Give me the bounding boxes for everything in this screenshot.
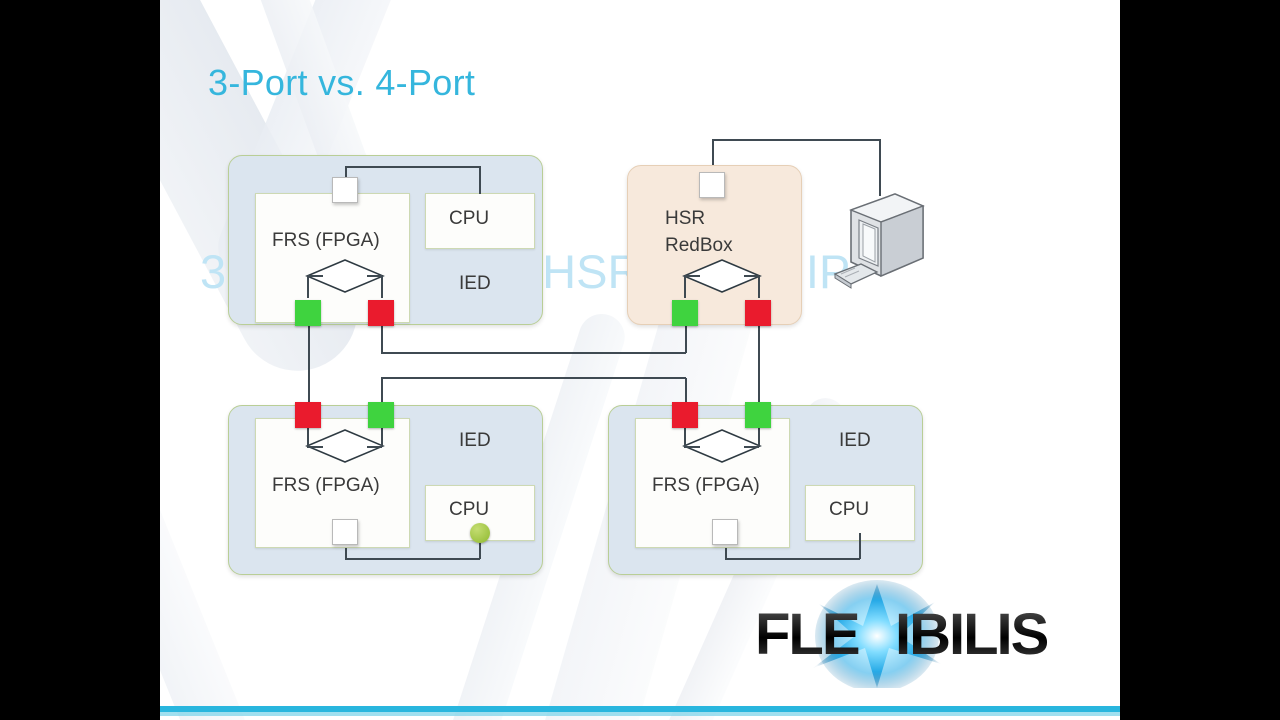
- presentation-slide: 3-Port vs 4-Port HSR Switch IP 3-Port vs…: [160, 0, 1120, 720]
- link-redbox-uplink-across: [712, 139, 880, 141]
- ied-top-left-diamond-left-stub: [307, 275, 323, 277]
- logo-text-right: IBILIS: [895, 602, 1048, 667]
- ied-bottom-right-diamond-right-stub: [744, 446, 759, 448]
- hsr-redbox-diamond-left-leg: [684, 276, 686, 298]
- hsr-redbox-port-green[interactable]: [672, 300, 698, 326]
- ied-bottom-right-diamond-left-stub: [684, 446, 700, 448]
- ied-bottom-right-port-green[interactable]: [745, 402, 771, 428]
- slide-accent-bar: [160, 706, 1120, 712]
- ied-bottom-left-diamond-left-stub: [307, 446, 323, 448]
- ied-top-left-cpu-label: CPU: [449, 208, 490, 229]
- ied-bottom-right-diamond-right-leg: [758, 427, 760, 447]
- hsr-redbox-label-line1: HSR: [665, 208, 706, 229]
- ied-bottom-right-cpu-label: CPU: [829, 499, 870, 520]
- ied-bottom-right-diamond-left-leg: [684, 427, 686, 447]
- ied-bottom-left-diamond-right-stub: [367, 446, 382, 448]
- ied-bottom-left-outer-label: IED: [459, 430, 491, 451]
- ied-bottom-right-frs-label: FRS (FPGA): [652, 475, 760, 496]
- slide-accent-bar-secondary: [160, 712, 1120, 716]
- letterbox-right: [1120, 0, 1280, 720]
- link-bottom-ring-across: [381, 377, 686, 379]
- ied-bottom-left-port-red[interactable]: [295, 402, 321, 428]
- ied-bottom-left-switch-diamond: [305, 429, 385, 463]
- ied-bottom-right-cpu-link-across: [725, 558, 860, 560]
- ied-top-left-port-red[interactable]: [368, 300, 394, 326]
- hsr-redbox-diamond-right-leg: [758, 276, 760, 298]
- ied-bottom-left-port-white-bottom[interactable]: [332, 519, 358, 545]
- link-topleft-green-to-bottomleft-red: [308, 326, 310, 408]
- ied-top-left-cpu-box: [425, 193, 535, 249]
- ied-bottom-left-cpu-link-up: [479, 533, 481, 559]
- link-topleft-red-down: [381, 326, 383, 353]
- ied-bottom-left-cpu-label: CPU: [449, 499, 490, 520]
- ied-top-left-outer-label: IED: [459, 273, 491, 294]
- computer-monitor-icon[interactable]: [833, 188, 929, 296]
- link-topleft-red-across: [381, 352, 686, 354]
- ied-bottom-left-cpu-status-dot: [470, 523, 490, 543]
- link-redbox-uplink-up: [712, 140, 714, 176]
- ied-bottom-right-cpu-link-up: [859, 533, 861, 559]
- ied-top-left-frs-label: FRS (FPGA): [272, 230, 380, 251]
- ied-top-left-cpu-link-down: [479, 166, 481, 194]
- ied-top-left-diamond-left-leg: [307, 276, 309, 298]
- ied-bottom-right-cpu-box: [805, 485, 915, 541]
- ied-top-left-port-white-top[interactable]: [332, 177, 358, 203]
- hsr-redbox-diamond-right-stub: [744, 275, 759, 277]
- ied-bottom-right-port-red[interactable]: [672, 402, 698, 428]
- ied-bottom-left-cpu-link-across: [345, 558, 480, 560]
- ied-bottom-left-cpu-link-down: [345, 548, 347, 560]
- ied-top-left-port-green[interactable]: [295, 300, 321, 326]
- link-uplink-to-computer: [879, 139, 881, 196]
- ied-top-left-switch-diamond: [305, 259, 385, 293]
- logo-text-left: FLE: [755, 602, 859, 667]
- ied-bottom-right-cpu-link-down: [725, 548, 727, 560]
- ied-bottom-left-diamond-left-leg: [307, 427, 309, 447]
- hsr-redbox-label-line2: RedBox: [665, 235, 733, 256]
- ied-bottom-left-frs-label: FRS (FPGA): [272, 475, 380, 496]
- hsr-redbox-diamond-left-stub: [684, 275, 700, 277]
- ied-top-left-diamond-right-stub: [367, 275, 382, 277]
- link-redbox-green-down: [685, 326, 687, 353]
- link-bottomright-red-up: [685, 378, 687, 409]
- letterbox-left: [0, 0, 160, 720]
- ied-bottom-right-switch-diamond: [682, 429, 762, 463]
- link-bottomleft-green-up: [381, 378, 383, 409]
- ied-bottom-right-outer-label: IED: [839, 430, 871, 451]
- ied-bottom-right-port-white-bottom[interactable]: [712, 519, 738, 545]
- hsr-redbox-switch-diamond: [682, 259, 762, 293]
- hsr-redbox-port-red[interactable]: [745, 300, 771, 326]
- ied-bottom-left-diamond-right-leg: [381, 427, 383, 447]
- slide-title: 3-Port vs. 4-Port: [208, 62, 476, 103]
- ied-bottom-left-port-green[interactable]: [368, 402, 394, 428]
- ied-top-left-diamond-right-leg: [381, 276, 383, 298]
- hsr-redbox-port-white-top[interactable]: [699, 172, 725, 198]
- flexibilis-logo: FLE IBILIS: [755, 578, 1095, 692]
- ied-top-left-cpu-link-across: [345, 166, 480, 168]
- link-redbox-red-to-bottomright-green: [758, 326, 760, 408]
